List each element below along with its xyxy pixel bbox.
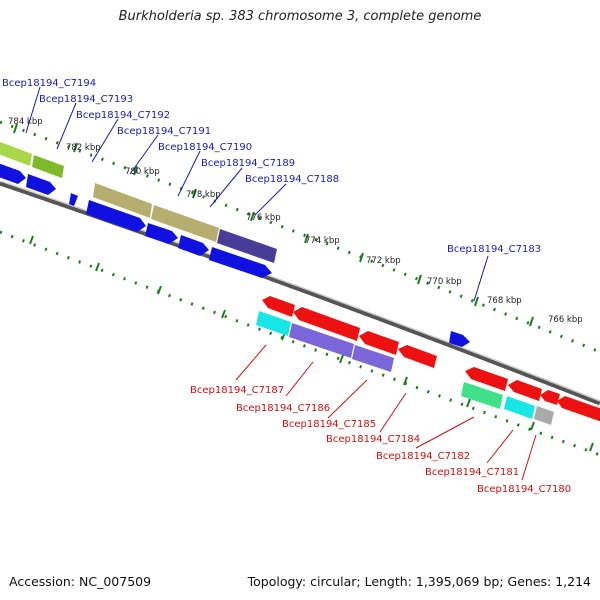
gene-label-c7191[interactable]: Bcep18194_C7191 <box>117 126 211 137</box>
tick-labels: 784 kbp 782 kbp 780 kbp 778 kbp 776 kbp … <box>8 117 583 325</box>
gene-feature[interactable] <box>93 183 152 218</box>
forward-leader-lines <box>25 86 489 302</box>
gene-label-c7184[interactable]: Bcep18194_C7184 <box>326 434 420 445</box>
gene-feature[interactable] <box>504 396 535 419</box>
gene-feature[interactable] <box>293 307 360 341</box>
gene-label-c7182[interactable]: Bcep18194_C7182 <box>376 451 470 462</box>
map-title: Burkholderia sp. 383 chromosome 3, compl… <box>118 9 482 24</box>
gene-label-c7183[interactable]: Bcep18194_C7183 <box>447 244 541 255</box>
gene-feature[interactable] <box>145 223 178 244</box>
tick-label-772: 772 kbp <box>366 256 401 266</box>
gene-feature[interactable] <box>0 162 26 184</box>
gene-feature[interactable] <box>540 390 560 405</box>
gene-label-c7189[interactable]: Bcep18194_C7189 <box>201 158 295 169</box>
tick-label-784: 784 kbp <box>8 117 43 127</box>
gene-label-c7193[interactable]: Bcep18194_C7193 <box>39 94 133 105</box>
gene-feature[interactable] <box>359 331 399 355</box>
forward-gene-labels: Bcep18194_C7194 Bcep18194_C7193 Bcep1819… <box>2 78 541 255</box>
gene-feature[interactable] <box>0 140 32 166</box>
gene-feature[interactable] <box>449 331 470 347</box>
tick-label-776: 776 kbp <box>246 213 281 223</box>
reverse-genes <box>256 296 600 425</box>
gene-feature[interactable] <box>69 193 78 206</box>
gene-label-c7188[interactable]: Bcep18194_C7188 <box>245 174 339 185</box>
tick-label-778: 778 kbp <box>186 190 221 200</box>
gene-label-c7186[interactable]: Bcep18194_C7186 <box>236 403 330 414</box>
accession-label: Accession: NC_007509 <box>9 574 152 589</box>
tick-label-774: 774 kbp <box>305 236 340 246</box>
gene-feature[interactable] <box>32 155 64 178</box>
gene-feature[interactable] <box>398 345 437 368</box>
gene-feature[interactable] <box>262 296 295 317</box>
gene-feature[interactable] <box>557 396 600 422</box>
gene-feature[interactable] <box>534 406 554 425</box>
tick-label-766: 766 kbp <box>548 315 583 325</box>
gene-label-c7192[interactable]: Bcep18194_C7192 <box>76 110 170 121</box>
tick-label-768: 768 kbp <box>487 296 522 306</box>
gene-label-c7181[interactable]: Bcep18194_C7181 <box>425 467 519 478</box>
gene-feature[interactable] <box>217 229 277 263</box>
reverse-leader-lines <box>235 344 537 481</box>
gene-feature[interactable] <box>178 235 209 256</box>
gene-label-c7185[interactable]: Bcep18194_C7185 <box>282 419 376 430</box>
gene-feature[interactable] <box>289 323 354 358</box>
gene-feature[interactable] <box>508 380 542 401</box>
reverse-gene-labels: Bcep18194_C7187 Bcep18194_C7186 Bcep1819… <box>190 385 571 495</box>
gene-label-c7187[interactable]: Bcep18194_C7187 <box>190 385 284 396</box>
gene-feature[interactable] <box>352 345 394 372</box>
tick-label-782: 782 kbp <box>66 143 101 153</box>
gene-label-c7194[interactable]: Bcep18194_C7194 <box>2 78 96 89</box>
chromosome-backbone <box>0 180 600 406</box>
gene-feature[interactable] <box>26 174 56 195</box>
gene-feature[interactable] <box>86 200 146 232</box>
gene-feature[interactable] <box>151 205 219 242</box>
forward-genes <box>0 140 470 347</box>
tick-label-770: 770 kbp <box>427 277 462 287</box>
gene-feature[interactable] <box>465 367 508 391</box>
gene-label-c7180[interactable]: Bcep18194_C7180 <box>477 484 571 495</box>
gene-feature[interactable] <box>461 382 503 409</box>
summary-label: Topology: circular; Length: 1,395,069 bp… <box>247 574 591 589</box>
tick-label-780: 780 kbp <box>125 167 160 177</box>
gene-feature[interactable] <box>256 311 291 336</box>
gene-feature[interactable] <box>209 247 272 278</box>
gene-label-c7190[interactable]: Bcep18194_C7190 <box>158 142 252 153</box>
